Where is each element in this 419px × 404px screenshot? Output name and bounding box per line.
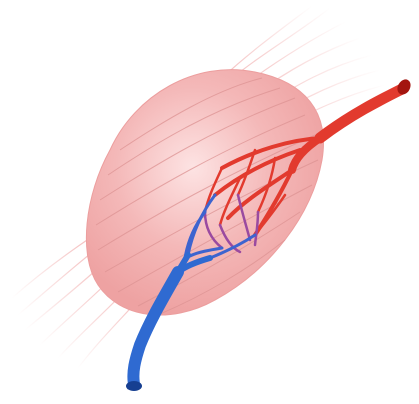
- artery: [320, 88, 404, 138]
- muscle-belly: [86, 70, 323, 315]
- vein-opening: [126, 381, 142, 391]
